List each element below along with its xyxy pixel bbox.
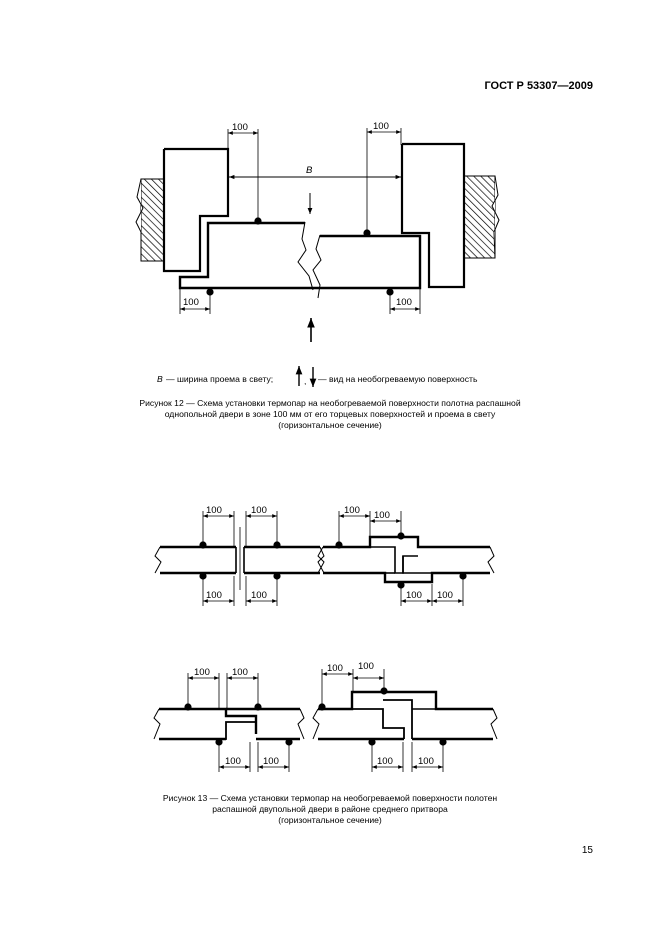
dim-label: 100 — [251, 590, 267, 601]
document-header: ГОСТ Р 53307—2009 — [484, 80, 593, 92]
legend-text-width: — ширина проема в свету; — [166, 374, 274, 384]
figure-12-drawing: В 100 100 100 100 — [135, 121, 500, 387]
fig13-c-rebated-joint: 100 100 100 100 — [153, 667, 305, 772]
dim-label: 100 — [358, 661, 374, 672]
caption-line: (горизонтальное сечение) — [278, 815, 382, 825]
legend-text-view: — вид на необогреваемую поверхность — [318, 374, 478, 384]
figure-13-drawing: 100 100 100 100 — [153, 505, 498, 772]
thermocouple-dot — [439, 738, 447, 746]
thermocouple-dot — [380, 687, 388, 695]
left-wall-break — [135, 178, 144, 261]
dim-label: 100 — [225, 756, 241, 767]
dim-label: 100 — [232, 667, 248, 678]
thermocouple-dot — [254, 703, 262, 711]
thermocouple-dot — [199, 572, 207, 580]
thermocouple-dot — [254, 217, 262, 225]
caption-line: распашной двупольной двери в районе сред… — [212, 804, 448, 814]
thermocouple-dot — [206, 288, 214, 296]
legend-separator: , — [304, 376, 307, 386]
dim-label: 100 — [327, 663, 343, 674]
thermocouple-dot — [363, 229, 371, 237]
left-door-leaf — [178, 221, 312, 290]
figure-13-caption: Рисунок 13 — Схема установки термопар на… — [95, 793, 565, 826]
left-frame — [162, 147, 230, 273]
thermocouple-dot — [368, 738, 376, 746]
dim-label: 100 — [437, 590, 453, 601]
thermocouple-dot — [199, 541, 207, 549]
dim-label: 100 — [206, 505, 222, 516]
dim-label: 100 — [373, 121, 389, 132]
right-wall-break — [491, 175, 500, 259]
caption-line: Рисунок 12 — Схема установки термопар на… — [139, 398, 521, 408]
thermocouple-dot — [273, 572, 281, 580]
b-dimension-label: В — [306, 165, 313, 176]
leaf-break-line — [297, 221, 314, 291]
fig13-d-rebate-with-tstrip: 100 100 100 100 — [312, 661, 498, 772]
thermocouple-dot — [397, 532, 405, 540]
thermocouple-dot — [285, 738, 293, 746]
dim-label: 100 — [418, 756, 434, 767]
caption-line: (горизонтальное сечение) — [278, 420, 382, 430]
dim-label: 100 — [344, 505, 360, 516]
dim-label: 100 — [263, 756, 279, 767]
dim-label: 100 — [396, 297, 412, 308]
caption-line: однопольной двери в зоне 100 мм от его т… — [164, 409, 496, 419]
figure-12-caption: Рисунок 12 — Схема установки термопар на… — [95, 398, 565, 431]
thermocouple-dot — [335, 541, 343, 549]
thermocouple-dot — [397, 581, 405, 589]
caption-line: Рисунок 13 — Схема установки термопар на… — [162, 793, 498, 803]
dim-label: 100 — [194, 667, 210, 678]
right-door-leaf — [312, 234, 422, 290]
leaf-break-line-2 — [312, 234, 322, 299]
thermocouple-dot — [386, 288, 394, 296]
thermocouple-dot — [318, 703, 326, 711]
dim-label: 100 — [206, 590, 222, 601]
right-frame — [400, 142, 466, 289]
dim-label: 100 — [232, 122, 248, 133]
page-number: 15 — [581, 845, 593, 856]
dim-label: 100 — [183, 297, 199, 308]
dim-label: 100 — [377, 756, 393, 767]
thermocouple-dot — [184, 703, 192, 711]
thermocouple-dot — [273, 541, 281, 549]
dim-label: 100 — [374, 510, 390, 521]
dim-label: 100 — [406, 590, 422, 601]
thermocouple-dot — [459, 572, 467, 580]
fig13-a-butt-joint: 100 100 100 100 — [154, 505, 325, 606]
legend-letter: В — [157, 374, 163, 384]
dim-label: 100 — [251, 505, 267, 516]
thermocouple-dot — [215, 738, 223, 746]
fig13-b-rebate-with-strip: 100 100 100 100 — [317, 505, 495, 606]
